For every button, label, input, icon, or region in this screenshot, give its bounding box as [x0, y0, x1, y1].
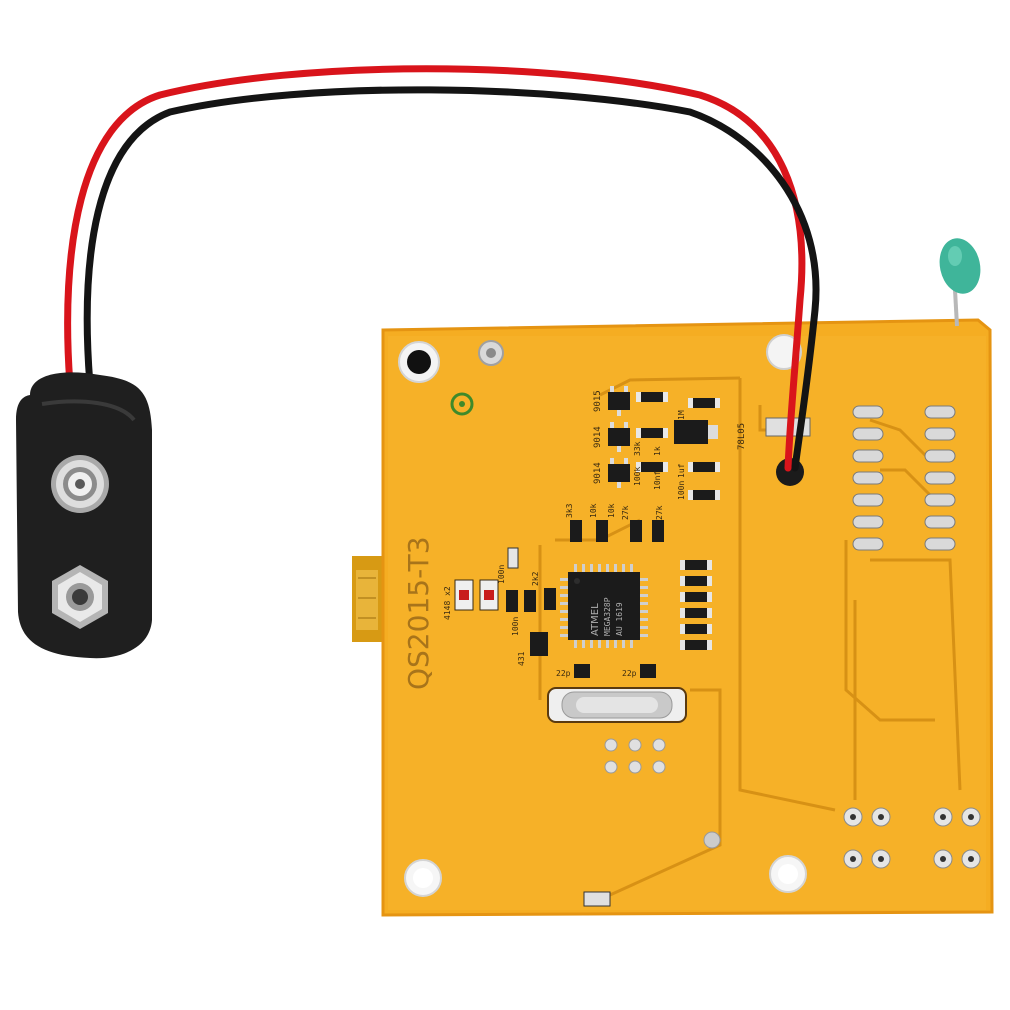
lcd-header-pins: [852, 405, 956, 551]
test-point: [450, 392, 721, 849]
crystal-oscillator: 22p 22p: [547, 664, 687, 723]
value-100k: 100k: [633, 467, 642, 486]
diodes-and-passives: 4148 x2 100n 2k2 100n 431: [443, 547, 556, 666]
value-100n-c: 100n: [511, 617, 520, 636]
microcontroller-chip: ATMEL MEGA328P AU 1619: [560, 564, 648, 648]
value-100n-b: 100n: [677, 481, 686, 500]
isp-header-pads: [604, 738, 666, 774]
value-27k-b: 27k: [655, 505, 664, 520]
lcd-flex-ribbon: [352, 556, 384, 642]
pcb-traces: [538, 376, 962, 897]
value-10k-a: 10k: [589, 503, 598, 518]
snap-terminal-small: [51, 455, 109, 513]
chip-code: AU 1619: [615, 602, 624, 636]
value-33k: 33k: [633, 441, 642, 456]
value-1uf: 1uf: [677, 463, 686, 478]
ceramic-capacitor: [939, 238, 981, 327]
value-1k: 1k: [653, 446, 662, 456]
transistor-group: 9015 9014 9014: [593, 386, 630, 488]
regulator-label: 78L05: [737, 423, 747, 450]
voltage-regulator: 78L05: [674, 420, 747, 450]
transistor-label-1: 9015: [593, 390, 603, 412]
chip-brand: ATMEL: [590, 603, 601, 636]
ref-label: 431: [517, 651, 526, 666]
value-10k-b: 10k: [607, 503, 616, 518]
value-10nf: 10nf: [653, 471, 662, 490]
mounting-hole-bottom-mid: [769, 855, 807, 893]
value-27k-a: 27k: [621, 505, 630, 520]
mounting-hole-top-mid: [478, 340, 504, 366]
transistor-label-3: 9014: [593, 462, 603, 484]
value-3k3: 3k3: [565, 503, 574, 518]
transistor-label-2: 9014: [593, 426, 603, 448]
model-label: QS2015-T3: [402, 536, 435, 690]
value-22p-a: 22p: [556, 669, 571, 678]
chip-part: MEGA328P: [603, 597, 612, 636]
battery-wires: [64, 65, 820, 472]
smd-components-top: 1M 1k 10nf 100n 1uf 100k 33k 27k 27k 10k…: [565, 392, 720, 542]
diode-label: 4148 x2: [443, 586, 452, 620]
mounting-hole-bottom-left: [404, 859, 442, 897]
mounting-hole-top-left: [398, 341, 440, 383]
value-2k2: 2k2: [531, 571, 540, 586]
value-22p-b: 22p: [622, 669, 637, 678]
test-socket-pads: [583, 807, 981, 907]
resistor-array: [680, 560, 712, 650]
battery-snap-connector: [16, 372, 152, 659]
value-100n-a: 100n: [497, 565, 506, 584]
snap-terminal-large: [52, 565, 108, 629]
value-1M: 1M: [677, 410, 686, 420]
